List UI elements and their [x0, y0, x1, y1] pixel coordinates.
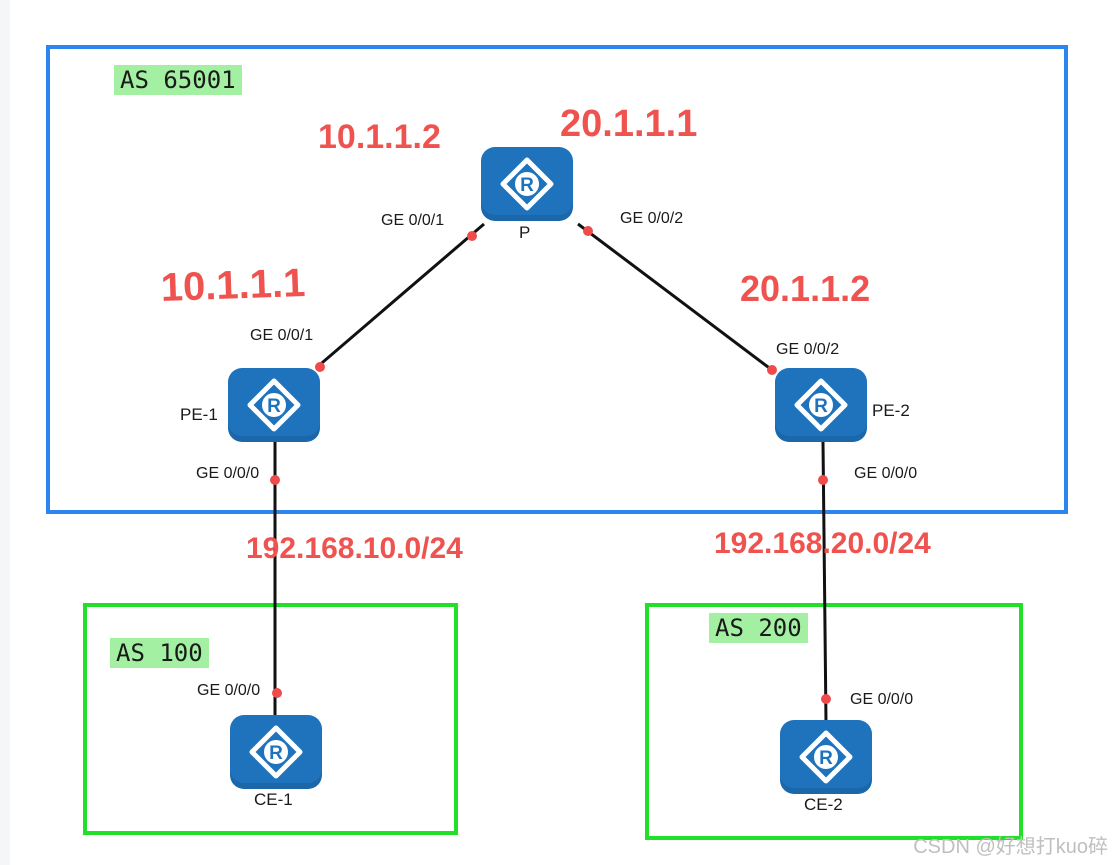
- router-pe1[interactable]: R: [228, 368, 320, 442]
- watermark: CSDN @好想打kuo碎: [913, 836, 1108, 858]
- port-label-ce2-up: GE 0/0/0: [850, 691, 914, 708]
- router-name-pe2: PE-2: [872, 401, 910, 420]
- customer-right-as-tag: AS 200: [709, 613, 808, 643]
- port-dot: [272, 688, 282, 698]
- router-name-ce1: CE-1: [254, 790, 293, 809]
- svg-text:R: R: [819, 748, 833, 769]
- provider-as-tag: AS 65001: [114, 65, 242, 95]
- router-pe2[interactable]: R: [775, 368, 867, 442]
- left-edge-strip: [0, 0, 10, 865]
- subnet-label-right: 192.168.20.0/24: [714, 527, 931, 560]
- port-label-p-right: GE 0/0/2: [620, 210, 684, 227]
- ip-label-p-right: 20.1.1.1: [560, 103, 698, 145]
- customer-right-as-boundary: [645, 603, 1023, 840]
- svg-text:R: R: [269, 743, 283, 764]
- port-label-pe2-down: GE 0/0/0: [854, 465, 918, 482]
- svg-text:R: R: [814, 396, 828, 417]
- router-icon: R: [500, 157, 554, 211]
- port-dot: [821, 694, 831, 704]
- port-label-ce1-up: GE 0/0/0: [197, 682, 261, 699]
- router-name-p: P: [519, 223, 531, 242]
- svg-text:R: R: [267, 396, 281, 417]
- port-dot: [818, 475, 828, 485]
- link-p-pe2: [577, 222, 773, 372]
- port-label-p-left: GE 0/0/1: [381, 212, 445, 229]
- ip-label-pe2: 20.1.1.2: [740, 268, 871, 309]
- router-ce1[interactable]: R: [230, 715, 322, 789]
- router-icon: R: [799, 730, 853, 784]
- router-name-pe1: PE-1: [180, 405, 218, 424]
- ip-label-p-left: 10.1.1.2: [318, 118, 441, 156]
- port-label-pe1-down: GE 0/0/0: [196, 465, 260, 482]
- link-pe2-ce2: [821, 441, 828, 723]
- port-label-pe2-up: GE 0/0/2: [776, 341, 840, 358]
- port-dot: [315, 362, 325, 372]
- port-dot: [767, 365, 777, 375]
- router-name-ce2: CE-2: [804, 795, 843, 814]
- link-p-pe1: [315, 222, 485, 370]
- customer-left-as-boundary: [83, 603, 458, 835]
- port-dot: [270, 475, 280, 485]
- router-p[interactable]: R: [481, 147, 573, 221]
- port-dot: [467, 231, 477, 241]
- router-ce2[interactable]: R: [780, 720, 872, 794]
- customer-left-as-tag: AS 100: [110, 638, 209, 668]
- router-icon: R: [247, 378, 301, 432]
- port-dot: [583, 226, 593, 236]
- router-icon: R: [794, 378, 848, 432]
- router-icon: R: [249, 725, 303, 779]
- ip-label-pe1: 10.1.1.1: [160, 260, 307, 310]
- port-label-pe1-up: GE 0/0/1: [250, 327, 314, 344]
- provider-as-boundary: [46, 45, 1068, 514]
- subnet-label-left: 192.168.10.0/24: [246, 532, 463, 565]
- svg-text:R: R: [520, 175, 534, 196]
